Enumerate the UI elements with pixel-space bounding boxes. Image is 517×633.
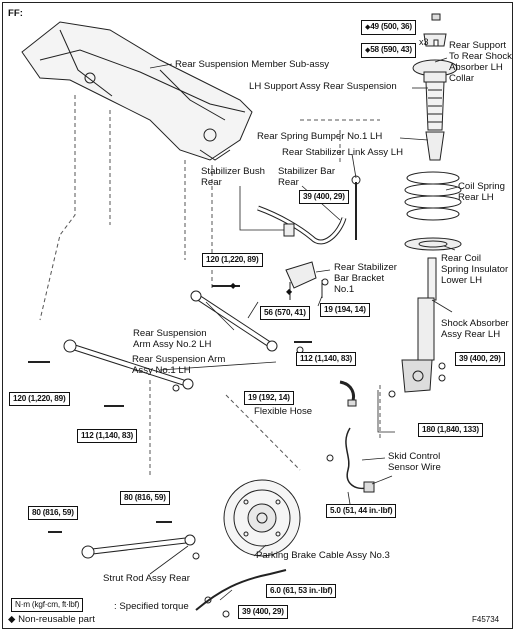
label-quantity: x3 xyxy=(419,37,429,47)
nonreuse-mark-icon: ◆ xyxy=(230,281,237,290)
support-mount-drawing xyxy=(412,13,458,161)
suspension-member-drawing xyxy=(21,21,253,161)
figure-code: F45734 xyxy=(472,615,500,624)
diagram-frame xyxy=(2,2,513,629)
label-stabilizer-link: Rear Stabilizer Link Assy LH xyxy=(282,147,404,158)
torque-180: 180 (1,840, 133) xyxy=(418,423,483,437)
torque-value: 58 (590, 43) xyxy=(370,45,412,54)
label-skid-sensor: Skid Control Sensor Wire xyxy=(388,451,441,473)
torque-39-bottom: 39 (400, 29) xyxy=(238,605,288,619)
label-shock-absorber: Shock Absorber Assy Rear LH xyxy=(441,318,509,340)
torque-39-link: 39 (400, 29) xyxy=(299,190,349,204)
legend-nonreuse-desc: Non-reusable part xyxy=(18,614,95,625)
legend-unit-desc: : Specified torque xyxy=(114,601,189,612)
stabilizer-drawing xyxy=(257,175,361,300)
legend-unit-box: N·m (kgf·cm, ft·lbf) xyxy=(11,598,84,612)
label-stabilizer-bar: Stabilizer Bar Rear xyxy=(278,166,336,188)
torque-112-left: 112 (1,140, 83) xyxy=(77,429,138,443)
torque-49: 49 (500, 36) xyxy=(361,20,416,35)
torque-80-mid: 80 (816, 59) xyxy=(120,491,170,505)
label-coil-spring: Coil Spring Rear LH xyxy=(458,181,505,203)
label-flexible-hose: Flexible Hose xyxy=(254,406,313,417)
nonreuse-icon: ◆ xyxy=(8,614,16,625)
label-arm-no2: Rear Suspension Arm Assy No.2 LH xyxy=(133,328,212,350)
torque-5: 5.0 (51, 44 in.·lbf) xyxy=(326,504,397,518)
label-support-lh: LH Support Assy Rear Suspension xyxy=(249,81,397,92)
label-insulator: Rear Coil Spring Insulator Lower LH xyxy=(441,253,509,286)
hub-drawing xyxy=(223,479,301,557)
label-stabilizer-bush: Stabilizer Bush Rear xyxy=(201,166,265,188)
torque-120-top: 120 (1,220, 89) xyxy=(202,253,263,267)
torque-56: 56 (570, 41) xyxy=(260,306,310,320)
label-support-assy: Rear Support To Rear Shock Absorber LH C… xyxy=(449,40,512,84)
corner-tag: FF: xyxy=(8,8,23,19)
torque-120-left: 120 (1,220, 89) xyxy=(9,392,70,406)
strut-rod-drawing xyxy=(48,521,196,559)
label-member-sub-assy: Rear Suspension Member Sub-assy xyxy=(175,59,330,70)
label-stabilizer-bracket: Rear Stabilizer Bar Bracket No.1 xyxy=(334,262,397,295)
label-arm-no1: Rear Suspension Arm Assy No.1 LH xyxy=(132,354,226,376)
torque-58: 58 (590, 43) xyxy=(361,43,416,58)
label-parking-cable: Parking Brake Cable Assy No.3 xyxy=(256,550,390,561)
torque-39-shock: 39 (400, 29) xyxy=(455,352,505,366)
parking-cable-drawing xyxy=(195,569,287,618)
sensor-wire-drawing xyxy=(326,427,375,493)
torque-6: 6.0 (61, 53 in.·lbf) xyxy=(266,584,337,598)
torque-19-bracket: 19 (194, 14) xyxy=(320,303,370,317)
arm-no1-drawing xyxy=(28,339,194,407)
legend-nonreuse: ◆ Non-reusable part xyxy=(8,614,95,625)
flexible-hose-drawing xyxy=(339,380,357,407)
coil-spring-drawing xyxy=(404,171,462,251)
label-spring-bumper: Rear Spring Bumper No.1 LH xyxy=(257,131,383,142)
torque-80-left: 80 (816, 59) xyxy=(28,506,78,520)
torque-value: 49 (500, 36) xyxy=(370,22,412,31)
torque-19-hose: 19 (192, 14) xyxy=(244,391,294,405)
torque-112-right: 112 (1,140, 83) xyxy=(296,352,357,366)
nonreuse-mark-icon: ◆ xyxy=(286,287,293,296)
shock-absorber-drawing xyxy=(401,257,437,393)
label-strut-rod: Strut Rod Assy Rear xyxy=(103,573,190,584)
